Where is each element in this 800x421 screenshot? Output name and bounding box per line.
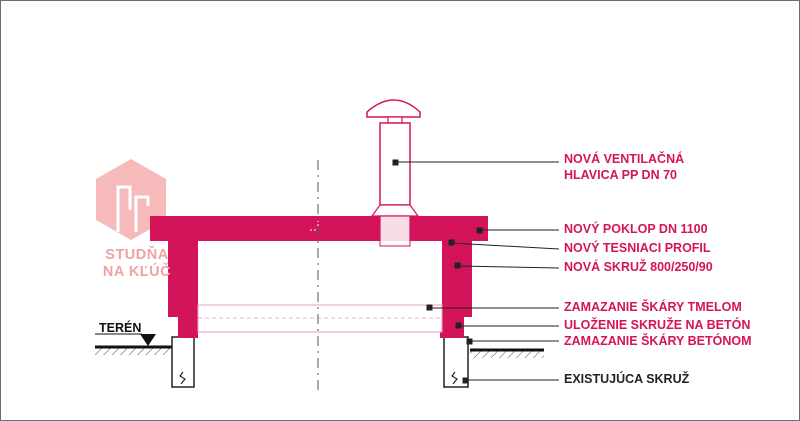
label-cover: NOVÝ POKLOP DN 1100: [564, 222, 708, 236]
cover-slab: [150, 216, 488, 241]
label-ventilation-head-line2: HLAVICA PP DN 70: [564, 168, 677, 182]
logo-icon: [96, 159, 166, 240]
logo-text-line2: NA KĽÚČ: [102, 264, 172, 280]
logo-text-line1: STUDŇA: [105, 247, 169, 263]
existing-ring: [171, 336, 469, 388]
new-ring: [168, 241, 472, 317]
label-joint-putty: ZAMAZANIE ŠKÁRY TMELOM: [564, 300, 742, 314]
triangle-down-icon: [140, 334, 156, 346]
label-ventilation-head-line1: NOVÁ VENTILAČNÁ: [564, 152, 685, 166]
leader-lines: [392, 159, 560, 384]
label-new-ring: NOVÁ SKRUŽ 800/250/90: [564, 260, 713, 274]
terrain: [95, 333, 544, 358]
label-existing-ring: EXISTUJÚCA SKRUŽ: [564, 372, 690, 386]
concrete-bedding: [178, 316, 464, 338]
label-seal-profile: NOVÝ TESNIACI PROFIL: [564, 241, 711, 255]
putty-band: [197, 304, 443, 333]
label-joint-concrete: ZAMAZANIE ŠKÁRY BETÓNOM: [564, 334, 752, 348]
label-terrain: TERÉN: [99, 321, 142, 335]
label-ring-bedding: ULOŽENIE SKRUŽE NA BETÓN: [564, 318, 751, 332]
